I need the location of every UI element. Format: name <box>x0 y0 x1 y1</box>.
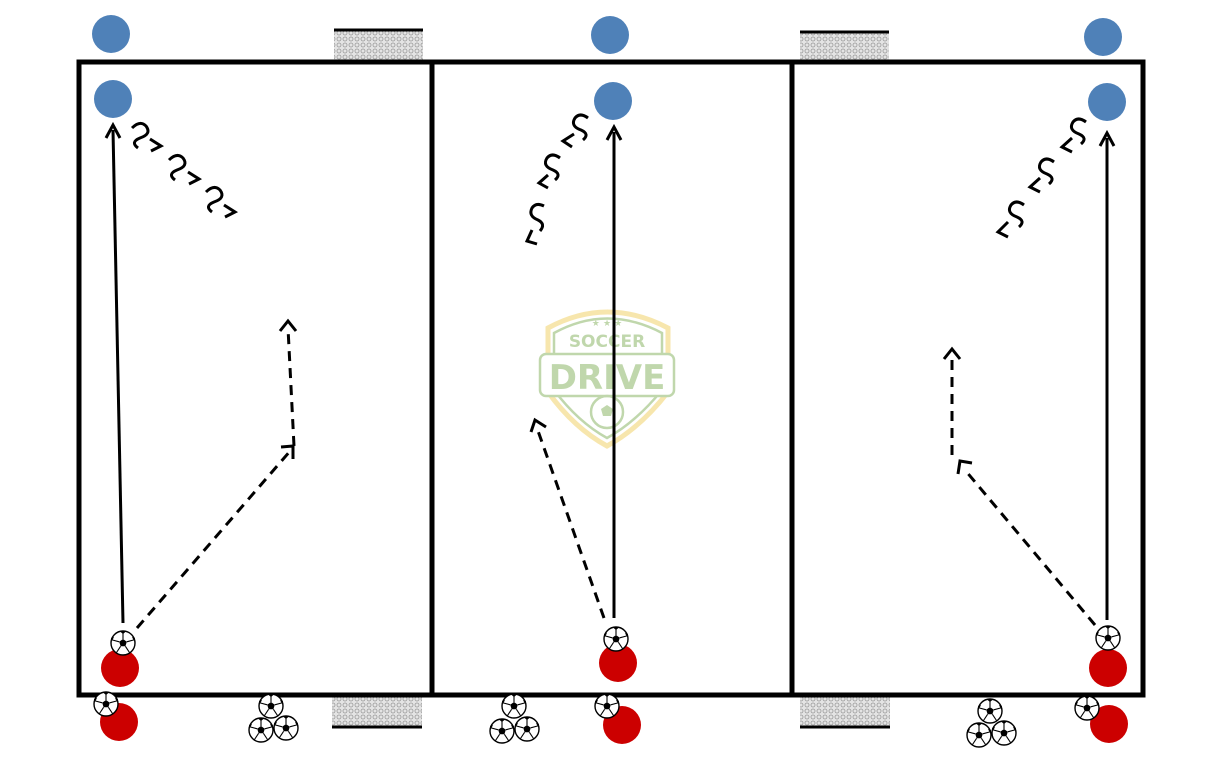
defender-player-icon <box>591 16 629 54</box>
soccer-ball-icon <box>1095 625 1121 651</box>
soccer-ball-icon <box>966 722 992 748</box>
arrow-icon <box>529 417 547 433</box>
soccer-ball-icon <box>603 626 629 652</box>
defender-player-icon <box>92 15 130 53</box>
soccer-ball-icon <box>273 715 299 741</box>
soccer-ball-icon <box>594 693 620 719</box>
dribble-path <box>995 117 1087 239</box>
arrow-icon <box>956 459 973 475</box>
grid-2 <box>524 113 623 619</box>
arrow-icon <box>104 121 122 139</box>
goal-net-icon <box>334 28 423 60</box>
logo-word-soccer: SOCCER <box>569 332 645 352</box>
run-arrow <box>535 427 606 619</box>
goal-net-icon <box>800 30 889 61</box>
attacker-player-icon <box>599 644 637 682</box>
soccer-ball-icon <box>977 698 1003 724</box>
defender-player-icon <box>594 82 632 120</box>
soccer-ball-icon <box>991 720 1017 746</box>
arrow-icon <box>605 123 623 141</box>
soccer-ball-icon <box>514 716 540 742</box>
soccer-ball-icon <box>93 691 119 717</box>
defender-player-icon <box>1088 83 1126 121</box>
run-arrow <box>135 449 293 629</box>
attacker-player-icon <box>1089 649 1127 687</box>
attackers <box>100 644 1128 744</box>
logo-word-drive: DRIVE <box>549 358 666 398</box>
defender-player-icon <box>1084 18 1122 56</box>
shot-arrow <box>111 129 125 624</box>
soccer-ball-icon <box>258 693 284 719</box>
soccer-ball-icon <box>248 717 274 743</box>
grid-3 <box>942 117 1116 626</box>
dribble-path <box>130 121 239 219</box>
dribble-path <box>524 113 589 246</box>
arrow-icon <box>1098 129 1116 147</box>
defender-player-icon <box>94 80 132 118</box>
attacker-player-icon <box>101 649 139 687</box>
run-arrow <box>286 327 296 447</box>
goal-net-icon <box>800 697 890 729</box>
logo-stars: ★ ★ ★ <box>592 319 622 329</box>
attacker-player-icon <box>1090 705 1128 743</box>
grid-1 <box>104 121 298 629</box>
soccer-ball-icon <box>501 693 527 719</box>
soccer-ball-icon <box>489 718 515 744</box>
defenders <box>92 15 1126 121</box>
arrow-icon <box>278 318 298 332</box>
soccer-ball-icon <box>110 630 136 656</box>
soccer-ball-icon <box>1074 695 1100 721</box>
soccer-drive-logo: ★ ★ ★ SOCCER DRIVE <box>538 309 676 449</box>
arrow-icon <box>942 346 962 360</box>
run-arrow <box>963 469 1097 626</box>
goal-net-icon <box>332 697 422 729</box>
